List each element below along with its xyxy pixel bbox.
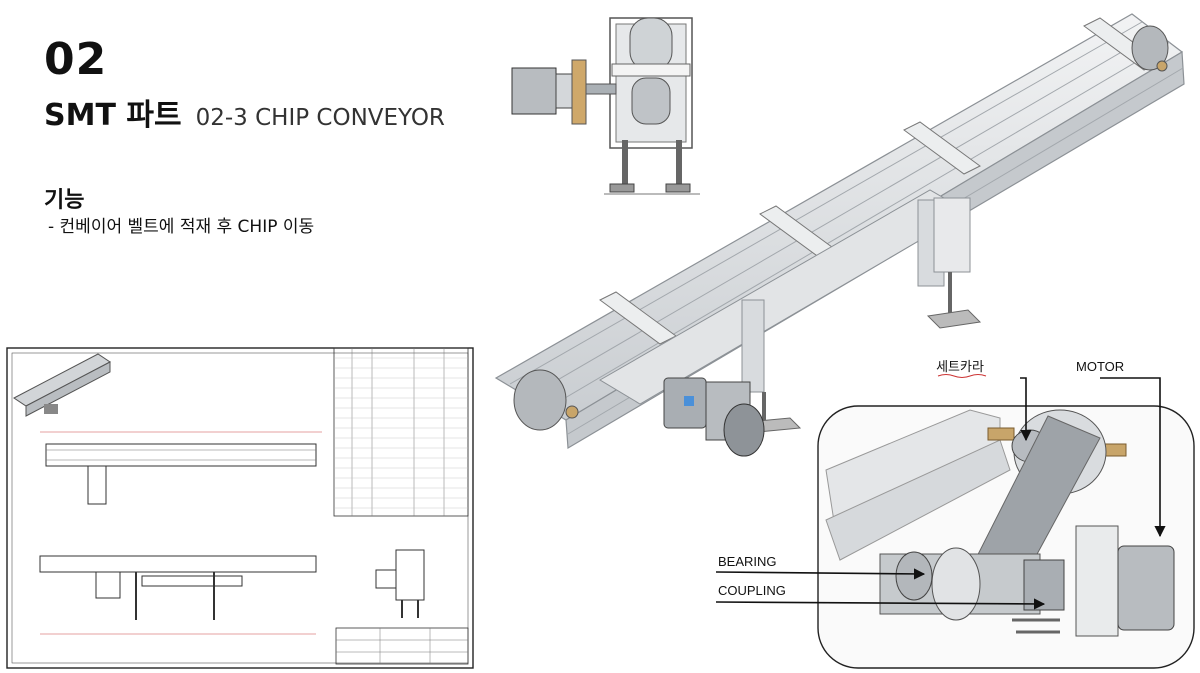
page-title-row: SMT 파트 02-3 CHIP CONVEYOR — [44, 90, 445, 133]
callout-motor: MOTOR — [1076, 359, 1124, 374]
callout-set-collar: 세트카라 — [936, 359, 984, 374]
engineering-drawing — [6, 347, 474, 669]
callout-bearing: BEARING — [718, 554, 777, 569]
detail-view — [817, 405, 1195, 669]
conveyor-isometric-illustration — [494, 13, 1185, 457]
side-view-illustration — [511, 17, 700, 195]
callout-coupling: COUPLING — [718, 583, 786, 598]
function-heading: 기능 — [44, 188, 85, 213]
page-subtitle: 02-3 CHIP CONVEYOR — [195, 105, 445, 131]
page-number: 02 — [44, 34, 108, 85]
function-description: - 컨베이어 벨트에 적재 후 CHIP 이동 — [48, 217, 315, 237]
page-title: SMT 파트 — [44, 98, 182, 133]
